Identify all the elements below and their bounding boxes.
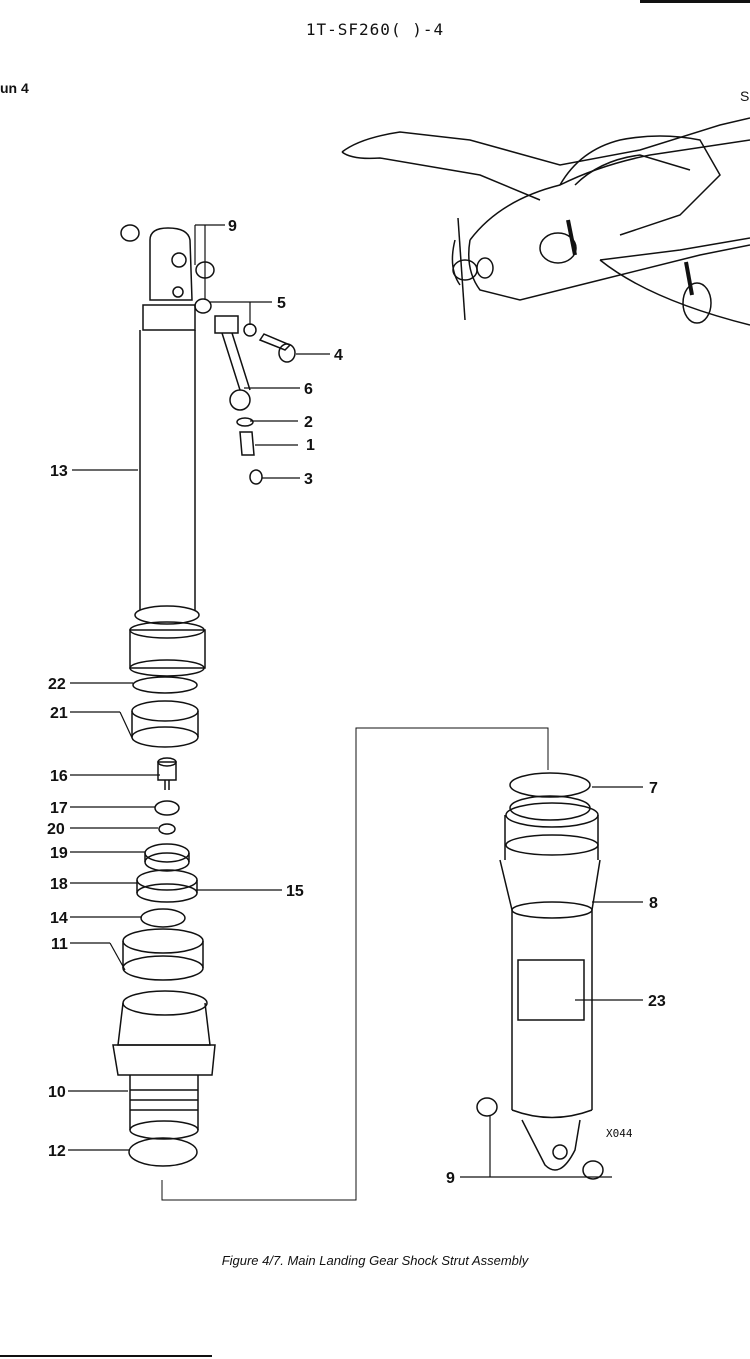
gland-nut-10 <box>112 990 216 1140</box>
callout-12: 12 <box>48 1143 66 1160</box>
callout-4: 4 <box>334 347 343 364</box>
callout-1: 1 <box>306 437 315 454</box>
figure-caption: Figure 4/7. Main Landing Gear Shock Stru… <box>221 1253 529 1268</box>
document-id: 1T-SF260( )-4 <box>305 20 445 39</box>
callout-22: 22 <box>48 676 66 693</box>
rings-21-22 <box>131 676 199 748</box>
piston-8 <box>476 772 604 1180</box>
drawing-code: X044 <box>606 1127 633 1140</box>
section-fragment-right: S <box>740 88 750 104</box>
callout-21: 21 <box>50 705 68 722</box>
callout-5: 5 <box>277 295 286 312</box>
aircraft-illustration <box>341 117 750 326</box>
callout-6: 6 <box>304 381 313 398</box>
callout-23: 23 <box>648 993 666 1010</box>
callout-16: 16 <box>50 768 68 785</box>
ring-12 <box>128 1137 198 1167</box>
callout-9-bottom: 9 <box>446 1170 455 1187</box>
callout-3: 3 <box>304 471 313 488</box>
callout-19: 19 <box>50 845 68 862</box>
callout-9-top: 9 <box>228 218 237 235</box>
callout-11: 11 <box>51 936 68 953</box>
callout-2: 2 <box>304 414 313 431</box>
callout-13: 13 <box>50 463 68 480</box>
leader-lines <box>68 224 643 1178</box>
section-fragment-left: un 4 <box>0 80 29 96</box>
callout-20: 20 <box>47 821 65 838</box>
callout-18: 18 <box>50 876 68 893</box>
callout-10: 10 <box>48 1084 66 1101</box>
callout-14: 14 <box>50 910 68 927</box>
upper-cylinder-13 <box>120 224 206 677</box>
connector-line <box>161 727 549 1201</box>
callout-labels: 1 2 3 4 5 6 7 8 9 9 10 11 12 13 14 15 16… <box>47 218 666 1187</box>
callout-8: 8 <box>649 895 658 912</box>
callout-15: 15 <box>286 883 304 900</box>
top-rule <box>640 0 750 3</box>
bottom-rule <box>0 1355 212 1357</box>
callout-7: 7 <box>649 780 658 797</box>
valve-parts <box>136 757 198 903</box>
rings-11-14 <box>122 908 204 981</box>
callout-17: 17 <box>50 800 68 817</box>
